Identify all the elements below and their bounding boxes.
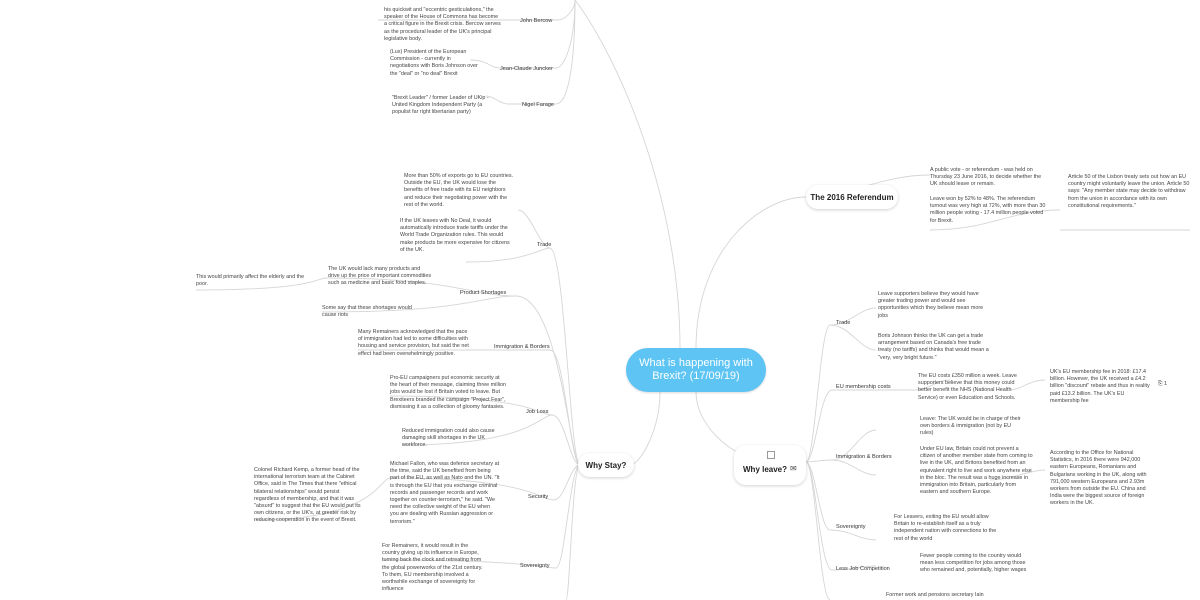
attachment-count: 1: [1164, 381, 1168, 387]
stay-immigration-note: Many Remainers acknowledged that the pac…: [358, 329, 469, 357]
stay-topic-trade[interactable]: Trade: [537, 242, 552, 248]
stay-jobs-note-project-fear: Pro-EU campaigners put economic security…: [390, 375, 506, 410]
branch-why-leave[interactable]: Why leave? ✉: [734, 445, 806, 485]
stay-shortages-elderly-note: This would primarily affect the elderly …: [196, 274, 305, 288]
stay-jobs-note-skills: Reduced immigration could also cause dam…: [402, 428, 495, 449]
leave-bottom-note: Former work and pensions secretary Iain: [886, 592, 984, 598]
link-icon[interactable]: ✉: [790, 464, 797, 473]
attachment-icon[interactable]: ⎘ 1: [1158, 381, 1168, 387]
topic-jean-claude-juncker[interactable]: Jean-Claude Juncker: [500, 66, 553, 72]
topic-john-bercow[interactable]: John Bercow: [520, 18, 553, 24]
stay-shortages-riots-note: Some say that these shortages would caus…: [322, 305, 412, 319]
branch-why-leave-label: Why leave?: [743, 465, 788, 474]
referendum-note-result: Leave won by 52% to 48%. The referendum …: [930, 196, 1046, 224]
stay-trade-note-tariffs: If the UK leaves with No Deal, it would …: [400, 218, 510, 253]
leave-immigration-note-ons: According to the Office for National Sta…: [1050, 450, 1147, 507]
stay-shortages-note: The UK would lack many products and driv…: [328, 266, 432, 287]
stay-sovereignty-note: For Remainers, it would result in the co…: [382, 543, 483, 593]
leave-jobs-note: Fewer people coming to the country would…: [920, 553, 1027, 574]
referendum-note-vote: A public vote - or referendum - was held…: [930, 167, 1042, 188]
leave-topic-trade[interactable]: Trade: [836, 320, 851, 326]
stay-topic-product-shortages[interactable]: Product Shortages: [460, 290, 507, 296]
leave-trade-note-canada: Boris Johnson thinks the UK can get a tr…: [878, 333, 989, 361]
farage-note: "Brexit Leader" / former Leader of UKip …: [392, 95, 489, 116]
leave-trade-note-jobs: Leave supporters believe they would have…: [878, 291, 984, 319]
stay-security-note-fallon: Michael Fallon, who was defence secretar…: [390, 461, 500, 525]
leave-topic-sovereignty[interactable]: Sovereignty: [836, 524, 866, 530]
leave-topic-immigration-borders[interactable]: Immigration & Borders: [836, 454, 892, 460]
juncker-note: (Lux) President of the European Commissi…: [390, 49, 478, 77]
article-50-note: Article 50 of the Lisbon treaty sets out…: [1068, 174, 1190, 209]
bercow-note: his quickwit and "eccentric gesticulatio…: [384, 7, 501, 42]
branch-why-stay[interactable]: Why Stay?: [578, 453, 634, 477]
broken-image-icon: [767, 451, 775, 459]
leave-costs-note-350m: The EU costs £350 million a week. Leave …: [918, 373, 1017, 401]
central-topic[interactable]: What is happening with Brexit? (17/09/19…: [626, 348, 766, 392]
leave-topic-eu-membership-costs[interactable]: EU membership costs: [836, 384, 891, 390]
branch-2016-referendum[interactable]: The 2016 Referendum: [806, 185, 898, 209]
stay-topic-immigration-borders[interactable]: Immigration & Borders: [494, 344, 550, 350]
leave-sovereignty-note: For Leavers, exiting the EU would allow …: [894, 514, 997, 542]
stay-security-note-kemp: Colonel Richard Kemp, a former head of t…: [254, 467, 361, 524]
stay-topic-job-loss[interactable]: Job Loss: [526, 409, 549, 415]
stay-trade-note-exports: More than 50% of exports go to EU countr…: [404, 173, 514, 208]
stay-topic-security[interactable]: Security: [528, 494, 549, 500]
leave-costs-note-fee: UK's EU membership fee in 2018: £17.4 bi…: [1050, 369, 1150, 404]
leave-topic-less-job-competition[interactable]: Less Job Competition: [836, 566, 890, 572]
stay-topic-sovereignty[interactable]: Sovereignty: [520, 563, 550, 569]
topic-nigel-farage[interactable]: Nigel Farage: [522, 102, 555, 108]
leave-immigration-note-eu-law: Under EU law, Britain could not prevent …: [920, 446, 1033, 496]
leave-immigration-note-control: Leave: The UK would be in charge of thei…: [920, 416, 1021, 437]
